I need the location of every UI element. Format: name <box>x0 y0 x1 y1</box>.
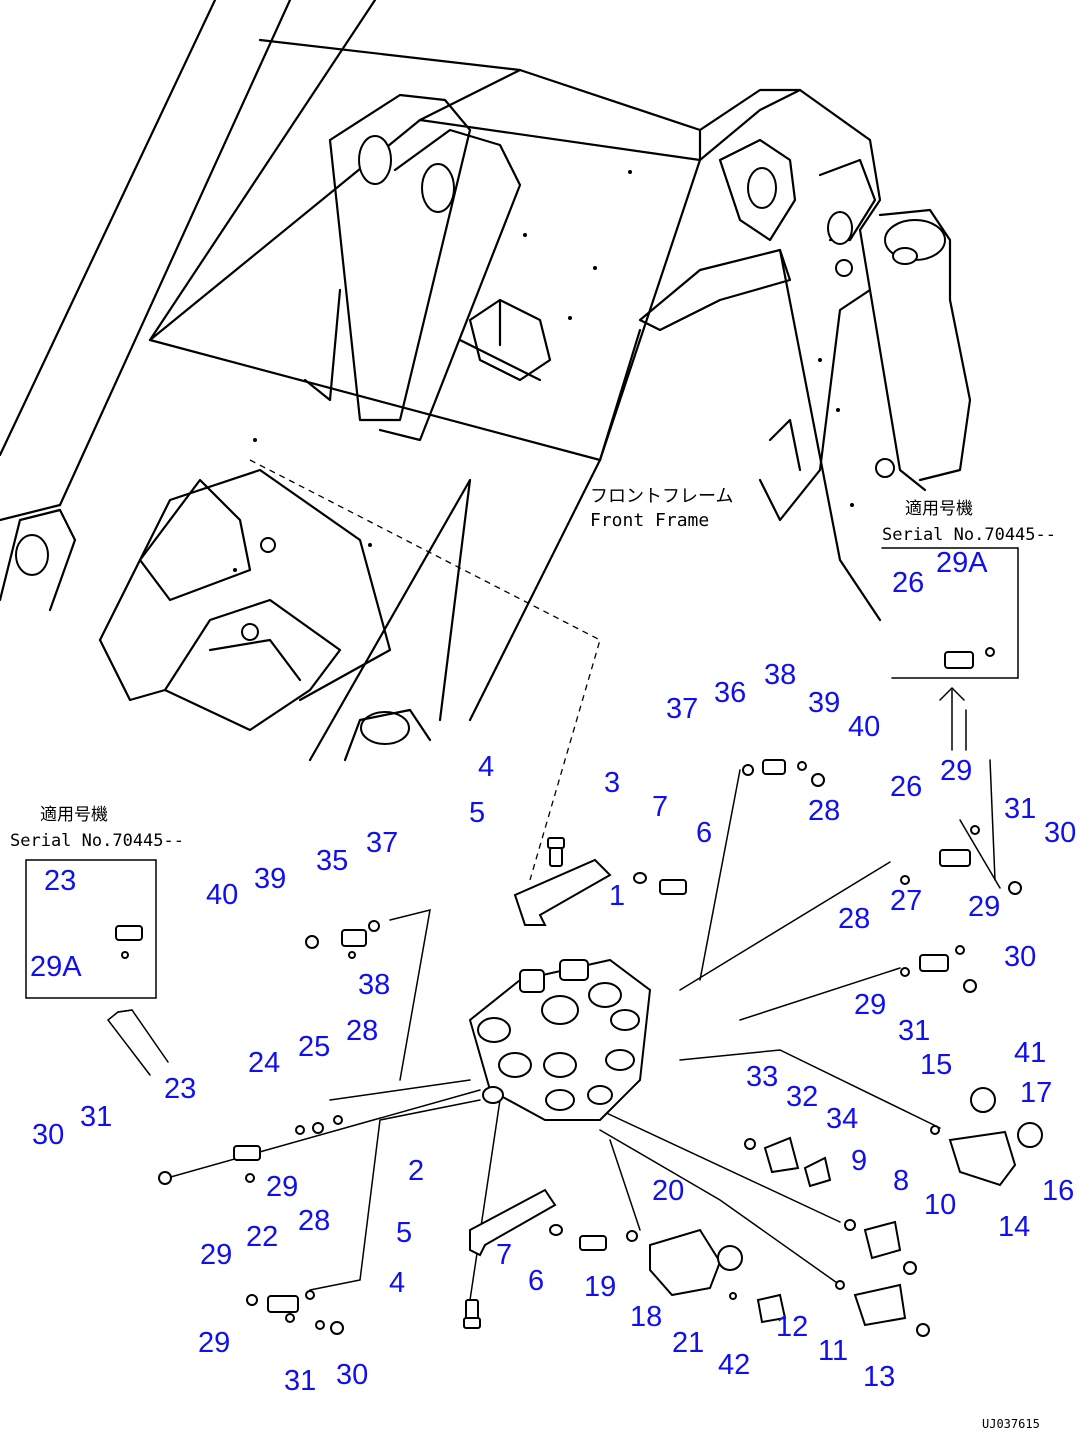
callout-28d: 28 <box>298 1205 330 1237</box>
callout-numbers: 1 2 3 4 4 5 5 6 6 7 7 8 9 10 11 12 13 14… <box>30 547 1076 1397</box>
callout-37a: 37 <box>666 693 698 725</box>
callout-23a: 23 <box>44 865 76 897</box>
callout-39a: 39 <box>808 687 840 719</box>
callout-20: 20 <box>652 1175 684 1207</box>
callout-29f: 29 <box>198 1327 230 1359</box>
callout-13: 13 <box>863 1361 895 1393</box>
callout-4a: 4 <box>478 751 494 783</box>
callout-21: 21 <box>672 1327 704 1359</box>
callout-35: 35 <box>316 845 348 877</box>
callout-17: 17 <box>1020 1077 1052 1109</box>
callout-5a: 5 <box>469 797 485 829</box>
callout-30d: 30 <box>336 1359 368 1391</box>
callout-25: 25 <box>298 1031 330 1063</box>
callout-40b: 40 <box>206 879 238 911</box>
callout-28a: 28 <box>808 795 840 827</box>
callout-10: 10 <box>924 1189 956 1221</box>
callout-23b: 23 <box>164 1073 196 1105</box>
callout-42: 42 <box>718 1349 750 1381</box>
callout-3: 3 <box>604 767 620 799</box>
callout-8: 8 <box>893 1165 909 1197</box>
callout-30a: 30 <box>1044 817 1076 849</box>
fittings <box>115 647 1043 1337</box>
callout-32: 32 <box>786 1081 818 1113</box>
callout-2: 2 <box>408 1155 424 1187</box>
callout-6a: 6 <box>696 817 712 849</box>
frame-label-jp: フロントフレーム <box>590 486 733 507</box>
callout-31c: 31 <box>80 1101 112 1133</box>
callout-31d: 31 <box>284 1365 316 1397</box>
frame-label-en: Front Frame <box>590 510 709 531</box>
callout-4b: 4 <box>389 1267 405 1299</box>
callout-19: 19 <box>584 1271 616 1303</box>
callout-28b: 28 <box>838 903 870 935</box>
callout-24: 24 <box>248 1047 280 1079</box>
callout-40a: 40 <box>848 711 880 743</box>
callout-37b: 37 <box>366 827 398 859</box>
callout-28c: 28 <box>346 1015 378 1047</box>
callout-29a: 29 <box>940 755 972 787</box>
control-valve <box>468 958 652 1121</box>
callout-22: 22 <box>246 1221 278 1253</box>
callout-16: 16 <box>1042 1175 1074 1207</box>
callout-12: 12 <box>776 1311 808 1343</box>
callout-39b: 39 <box>254 863 286 895</box>
inset-box-left <box>25 859 169 1076</box>
serial-label-jp-left: 適用号機 <box>40 805 108 825</box>
serial-label-jp-right: 適用号機 <box>905 499 973 519</box>
callout-5b: 5 <box>396 1217 412 1249</box>
callout-14: 14 <box>998 1211 1030 1243</box>
callout-29A-left: 29A <box>30 951 82 983</box>
serial-label-en-right: Serial No.70445-- <box>882 525 1056 545</box>
callout-9: 9 <box>851 1145 867 1177</box>
callout-34: 34 <box>826 1103 858 1135</box>
callout-30b: 30 <box>1004 941 1036 973</box>
callout-41: 41 <box>1014 1037 1046 1069</box>
callout-6b: 6 <box>528 1265 544 1297</box>
callout-31a: 31 <box>1004 793 1036 825</box>
callout-18: 18 <box>630 1301 662 1333</box>
assembly-lines <box>159 459 1001 1301</box>
callout-36: 36 <box>714 677 746 709</box>
callout-15: 15 <box>920 1049 952 1081</box>
callout-30c: 30 <box>32 1119 64 1151</box>
front-frame-drawing <box>0 0 972 762</box>
inset-box-right <box>881 547 1019 751</box>
callout-26b: 26 <box>890 771 922 803</box>
callout-31b: 31 <box>898 1015 930 1047</box>
drawing-code: UJ037615 <box>982 1417 1040 1431</box>
callout-29c: 29 <box>854 989 886 1021</box>
callout-7b: 7 <box>496 1239 512 1271</box>
callout-33: 33 <box>746 1061 778 1093</box>
serial-label-en-left: Serial No.70445-- <box>10 831 184 851</box>
callout-29e: 29 <box>200 1239 232 1271</box>
callout-27: 27 <box>890 885 922 917</box>
callout-29b: 29 <box>968 891 1000 923</box>
callout-26a: 26 <box>892 567 924 599</box>
callout-38a: 38 <box>764 659 796 691</box>
callout-7a: 7 <box>652 791 668 823</box>
callout-11: 11 <box>818 1335 848 1367</box>
callout-38b: 38 <box>358 969 390 1001</box>
callout-29d: 29 <box>266 1171 298 1203</box>
callout-1: 1 <box>609 880 625 912</box>
callout-29A-right: 29A <box>936 547 988 579</box>
brackets <box>469 858 612 1257</box>
